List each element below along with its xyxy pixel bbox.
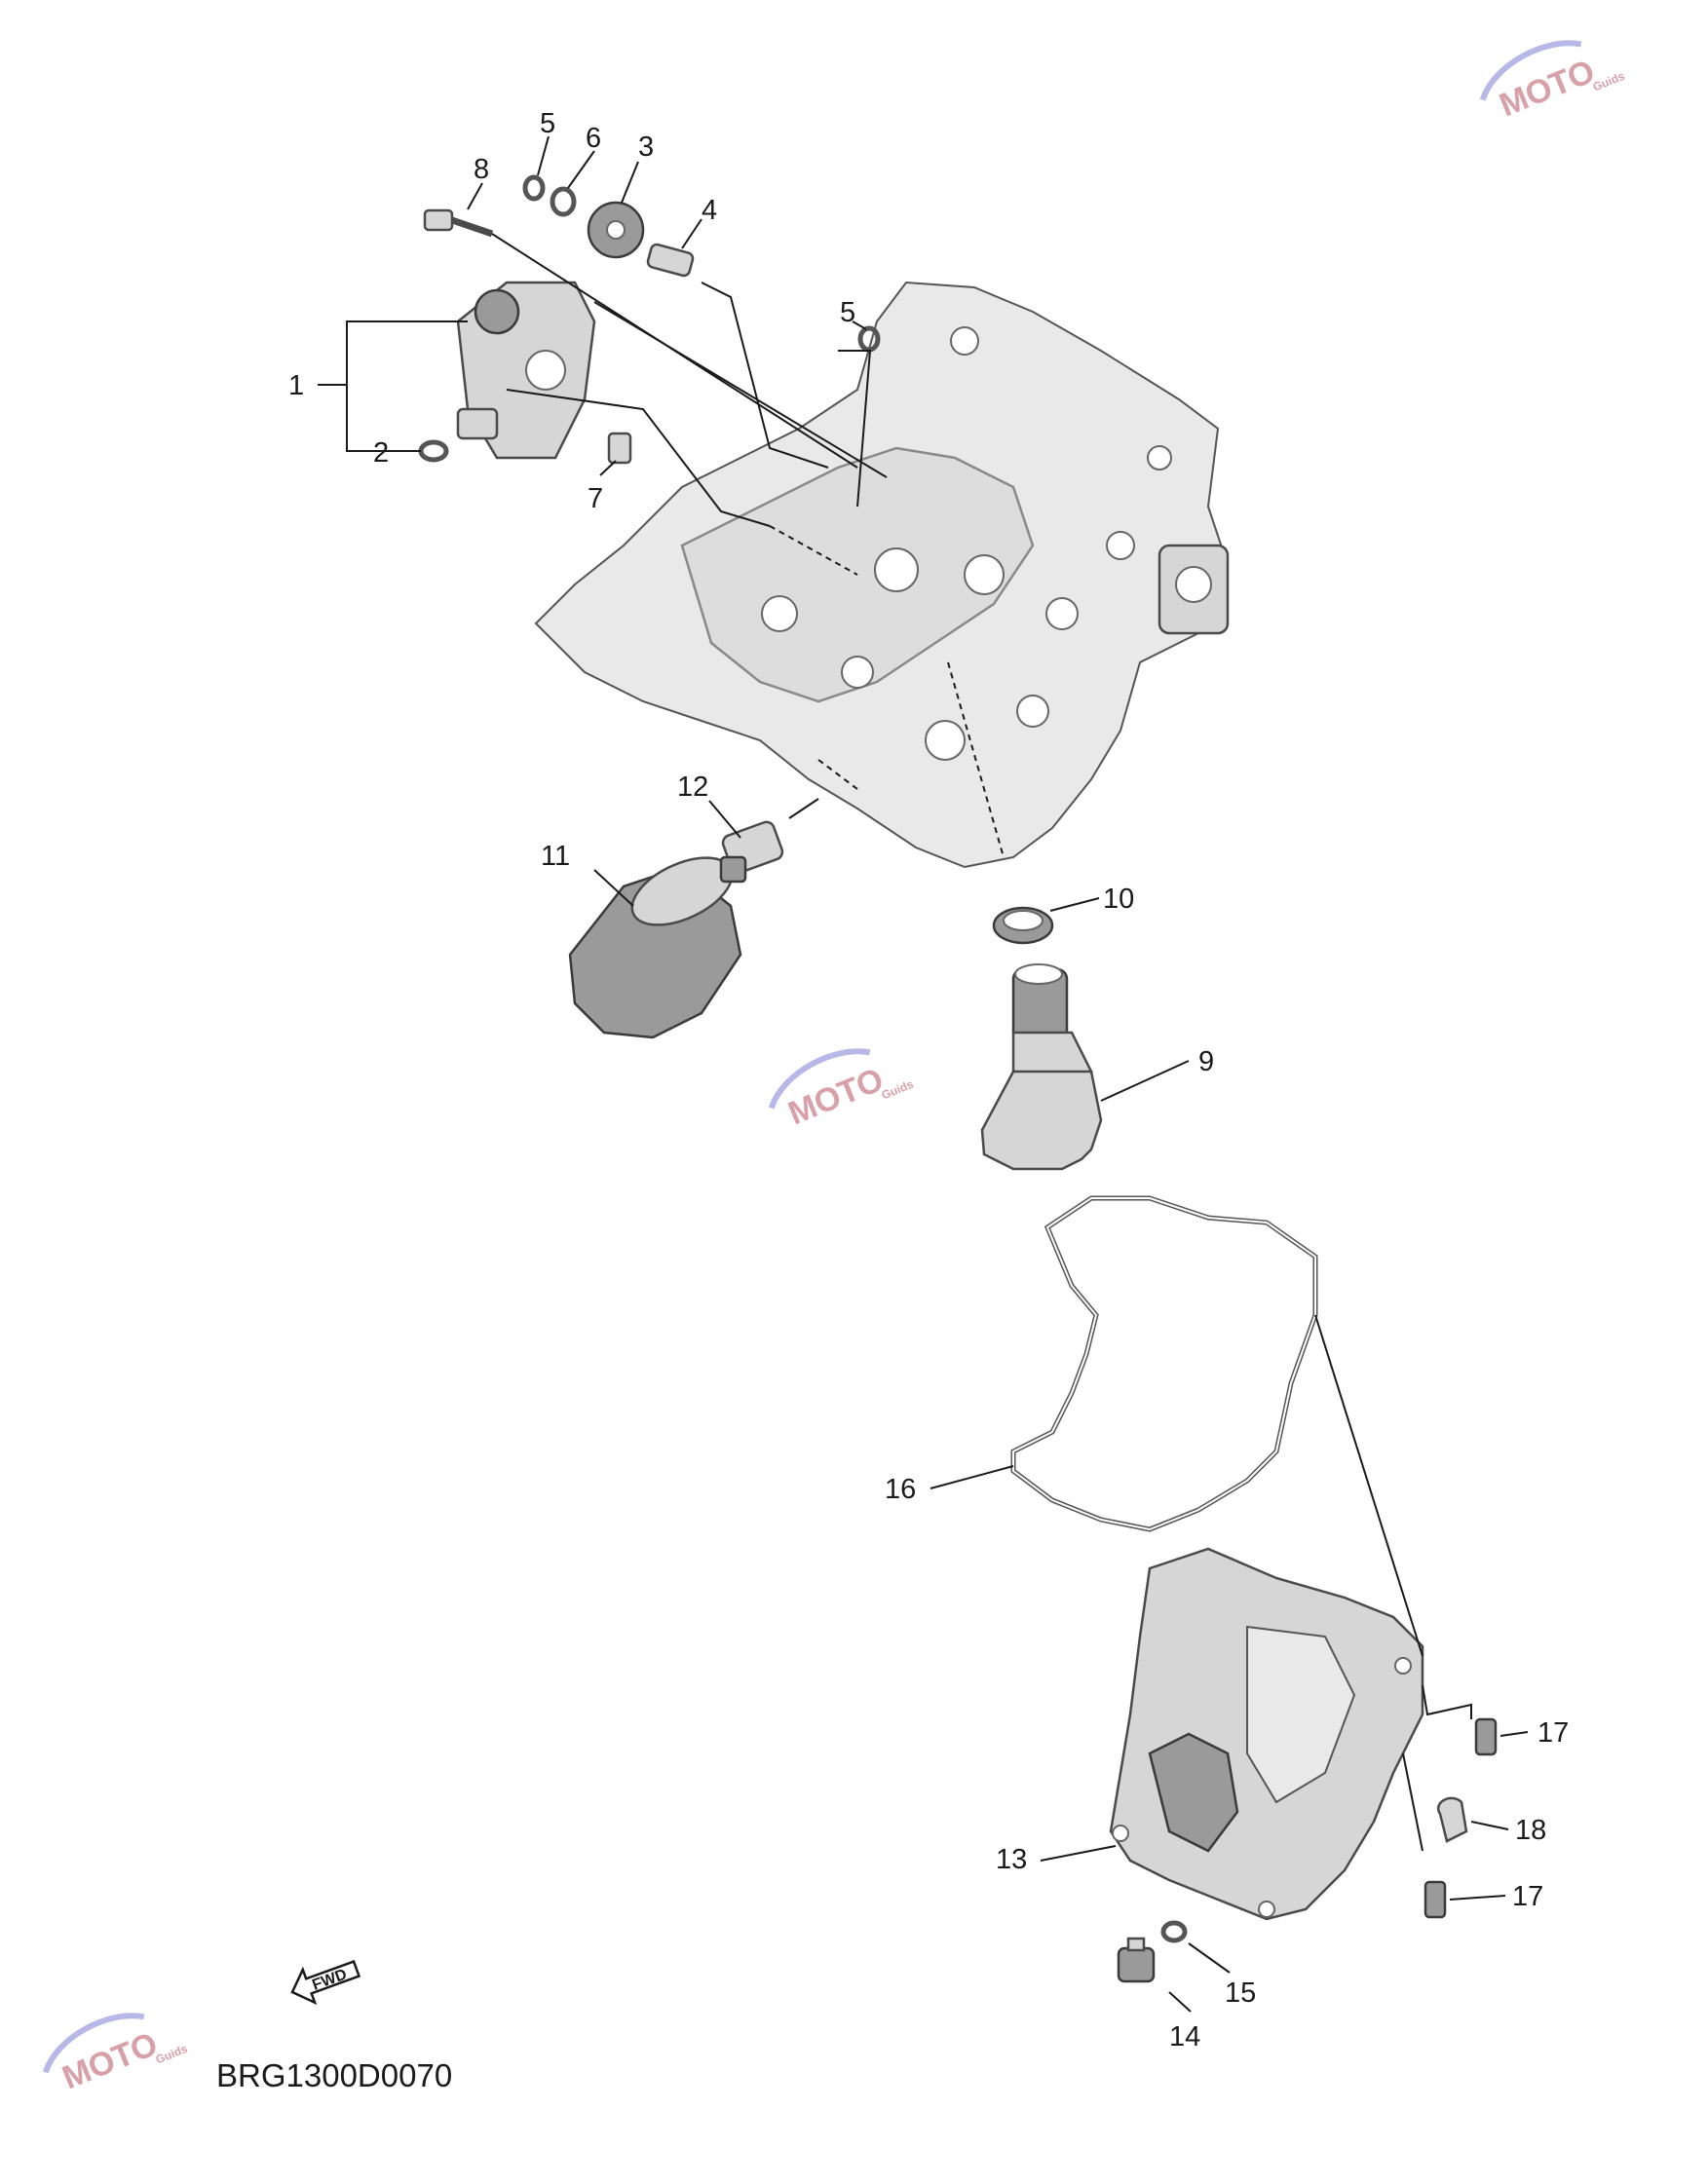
callout-11: 11 [541, 841, 570, 872]
drain-bolt-part [1117, 1937, 1156, 1983]
strainer-seal-part [992, 906, 1054, 945]
pan-bolt-part [1423, 1880, 1447, 1919]
callout-17a: 17 [1537, 1717, 1569, 1749]
svg-text:Guids: Guids [880, 1077, 916, 1103]
callout-15: 15 [1225, 1977, 1256, 2009]
svg-text:Guids: Guids [154, 2042, 190, 2067]
oil-strainer-part [980, 963, 1103, 1171]
svg-text:FWD: FWD [310, 1966, 349, 1993]
dowel-pin-part [646, 243, 695, 278]
oil-pan-gasket-part [1010, 1195, 1318, 1532]
assembly-guide-lines [491, 233, 1472, 1852]
drain-washer-part [1160, 1920, 1188, 1943]
callout-8: 8 [474, 154, 489, 185]
bolt-part [423, 208, 494, 238]
callout-16: 16 [885, 1474, 916, 1505]
callout-1: 1 [288, 370, 304, 401]
svg-text:Guids: Guids [1591, 69, 1627, 94]
watermark-top-right: MOTO Guids [1479, 40, 1627, 124]
small-dowel-part [607, 432, 632, 465]
o-ring-part [418, 439, 449, 463]
callout-2: 2 [373, 437, 389, 469]
callout-18: 18 [1515, 1815, 1546, 1846]
callout-6: 6 [586, 123, 601, 154]
callout-3: 3 [638, 132, 654, 163]
callout-9: 9 [1198, 1046, 1214, 1077]
callout-14: 14 [1169, 2021, 1200, 2052]
callout-5b: 5 [840, 297, 855, 328]
drive-gear-part [587, 201, 645, 259]
watermark-bottom-left: MOTO Guids [42, 2013, 190, 2096]
callout-17b: 17 [1512, 1881, 1543, 1912]
circlip-part [522, 174, 546, 202]
callout-5a: 5 [540, 108, 555, 139]
callout-12: 12 [677, 772, 708, 803]
pan-bolt-part [1474, 1717, 1498, 1756]
oil-filter-part [568, 856, 742, 1039]
callout-4: 4 [702, 195, 717, 226]
oil-pan-part [1109, 1547, 1424, 1921]
fwd-arrow-icon: FWD [290, 1959, 361, 2006]
oil-pump-part [456, 281, 596, 460]
leader-lines [318, 135, 1529, 2013]
callout-10: 10 [1103, 884, 1134, 915]
diagram-code: BRG1300D0070 [216, 2057, 452, 2093]
washer-part [550, 186, 577, 217]
watermark-center: MOTO Guids [768, 1048, 916, 1132]
callout-13: 13 [996, 1844, 1027, 1875]
clamp-part [1436, 1796, 1468, 1843]
crankcase-part [534, 281, 1230, 869]
callout-labels: 1 2 3 4 5 5 6 7 8 9 10 11 12 13 14 15 16… [288, 108, 1569, 2052]
union-bolt-part [719, 820, 784, 884]
callout-7: 7 [588, 483, 603, 514]
